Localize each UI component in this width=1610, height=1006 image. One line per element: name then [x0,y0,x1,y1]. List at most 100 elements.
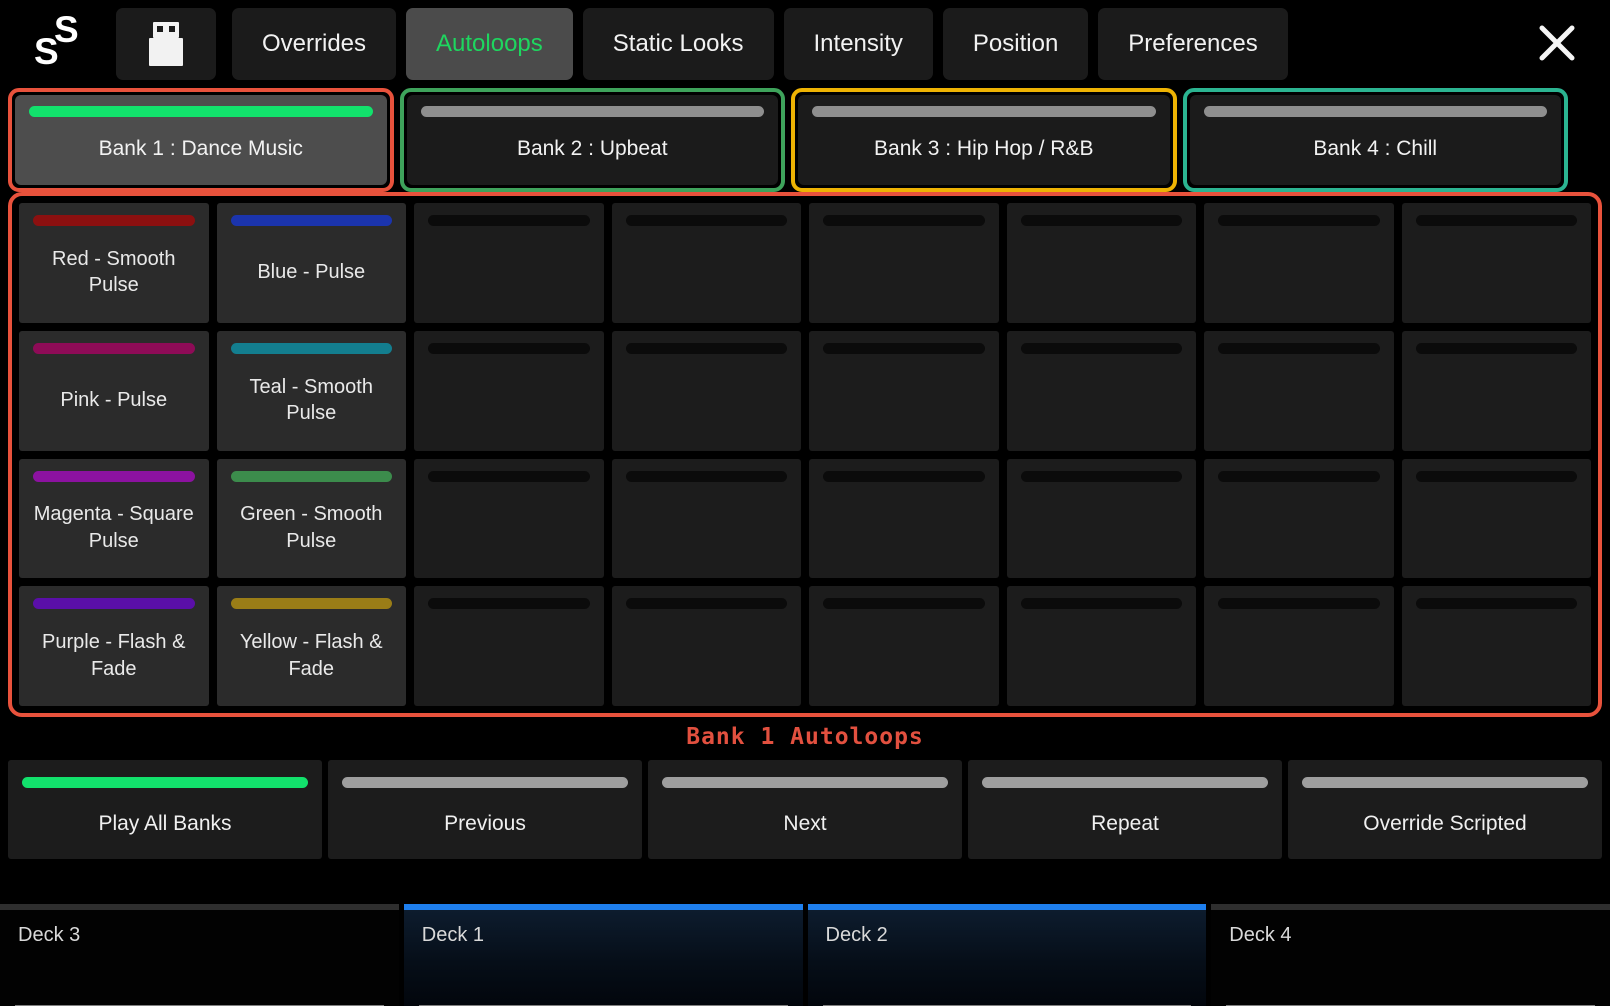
tab-static-looks[interactable]: Static Looks [582,8,774,80]
usb-drive-button[interactable] [116,8,216,80]
autoloop-pad-empty[interactable] [1401,458,1591,579]
autoloop-pad-yellow-flash-fade[interactable]: Yellow - Flash & Fade [216,586,406,706]
autoloop-pad-empty[interactable] [809,203,999,323]
tab-position[interactable]: Position [942,8,1089,80]
autoloop-label [612,226,802,323]
tab-intensity[interactable]: Intensity [783,8,933,80]
autoloop-color-bar [33,342,195,354]
bank-button-4[interactable]: Bank 4 : Chill [1189,95,1561,185]
autoloop-pad-empty[interactable] [611,586,801,706]
autoloop-label [1007,609,1197,706]
autoloop-pad-empty[interactable] [1204,458,1394,579]
autoloop-color-bar [1218,598,1380,610]
deck-label: Deck 4 [1229,924,1292,946]
autoloop-pad-empty[interactable] [414,458,604,579]
autoloop-pad-purple-flash-fade[interactable]: Purple - Flash & Fade [19,586,209,706]
bank-button-3[interactable]: Bank 3 : Hip Hop / R&B [798,95,1170,185]
autoloop-pad-empty[interactable] [1006,586,1197,706]
autoloop-color-bar [1218,342,1380,354]
bank-row: Bank 1 : Dance Music Bank 2 : Upbeat Bank … [8,88,1568,192]
deck-3-panel[interactable]: Deck 3 [0,904,399,1006]
repeat-button[interactable]: Repeat [968,760,1282,859]
autoloop-label [1007,482,1197,579]
autoloop-label [414,482,604,579]
autoloop-color-bar [33,470,195,482]
autoloop-color-bar [1020,470,1182,482]
transport-progress-bar [1302,777,1588,788]
autoloop-pad-magenta-square-pulse[interactable]: Magenta - Square Pulse [19,458,209,579]
autoloop-pad-empty[interactable] [1204,203,1394,323]
autoloop-label [809,354,999,451]
transport-label: Next [783,811,827,835]
autoloop-label [1204,482,1394,579]
autoloop-pad-empty[interactable] [1401,330,1592,451]
tab-preferences[interactable]: Preferences [1098,8,1288,80]
autoloop-color-bar [428,342,590,354]
tab-autoloops[interactable]: Autoloops [406,8,573,80]
autoloop-label [1204,354,1394,451]
autoloop-pad-green-smooth-pulse[interactable]: Green - Smooth Pulse [216,458,406,579]
deck-4-panel[interactable]: Deck 4 [1211,904,1610,1006]
bank-outline-3: Bank 3 : Hip Hop / R&B [791,88,1177,192]
autoloop-pad-empty[interactable] [414,586,604,706]
autoloop-pad-pink-pulse[interactable]: Pink - Pulse [19,330,209,451]
autoloop-pad-empty[interactable] [1401,586,1591,706]
bank-progress-bar [420,106,764,117]
autoloop-pad-empty[interactable] [611,330,801,451]
autoloop-pad-empty[interactable] [1006,330,1196,451]
autoloop-color-bar [625,342,787,354]
autoloop-label: Pink - Pulse [60,388,168,411]
autoloop-color-bar [1020,598,1182,610]
next-button[interactable]: Next [648,760,962,859]
close-button[interactable] [1534,20,1580,66]
autoloop-pad-empty[interactable] [414,203,604,323]
deck-1-panel[interactable]: Deck 1 [403,904,803,1006]
autoloop-color-bar [1218,470,1380,482]
autoloop-pad-teal-smooth-pulse[interactable]: Teal - Smooth Pulse [216,330,406,451]
autoloop-pad-blue-pulse[interactable]: Blue - Pulse [216,203,406,323]
autoloop-pad-empty[interactable] [1006,458,1197,579]
play-all-banks-button[interactable]: Play All Banks [8,760,322,859]
autoloop-label: Yellow - Flash & Fade [239,631,383,680]
bank-outline-2: Bank 2 : Upbeat [399,88,785,192]
deck-2-panel[interactable]: Deck 2 [807,904,1207,1006]
autoloop-color-bar [1415,470,1577,482]
autoloop-label: Teal - Smooth Pulse [249,375,373,425]
autoloop-color-bar [1020,342,1182,354]
autoloop-pad-empty[interactable] [1204,330,1394,451]
deck-strip: Deck 3 Deck 1 Deck 2 Deck 4 [0,904,1610,1006]
autoloop-pad-empty[interactable] [809,458,999,579]
autoloop-pad-red-smooth-pulse[interactable]: Red - Smooth Pulse [19,203,209,323]
autoloop-color-bar [428,470,590,482]
usb-drive-icon [146,22,186,66]
autoloop-pad-empty[interactable] [611,458,801,579]
autoloop-color-bar [1415,342,1577,354]
autoloop-pad-empty[interactable] [611,203,802,323]
autoloop-label [1402,354,1592,451]
autoloop-pad-empty[interactable] [1401,203,1592,323]
autoloop-pad-empty[interactable] [809,330,999,451]
autoloop-color-bar [625,598,787,610]
transport-label: Play All Banks [98,811,232,835]
autoloop-label [1402,226,1592,323]
autoloop-pad-empty[interactable] [414,330,604,451]
override-scripted-button[interactable]: Override Scripted [1288,760,1602,859]
bank-label: Bank 1 : Dance Music [98,137,303,160]
autoloop-pad-empty[interactable] [1204,586,1394,706]
previous-button[interactable]: Previous [328,760,642,859]
bank-button-2[interactable]: Bank 2 : Upbeat [406,95,778,185]
transport-progress-bar [342,777,628,788]
deck-label: Deck 1 [421,924,484,946]
bank-progress-bar [29,106,373,117]
autoloop-pad-empty[interactable] [1006,203,1196,323]
autoloop-color-bar [33,215,195,226]
bank-outline-4: Bank 4 : Chill [1182,88,1568,192]
bank-button-1[interactable]: Bank 1 : Dance Music [15,95,387,185]
tab-overrides[interactable]: Overrides [232,8,397,80]
autoloop-pad-empty[interactable] [809,586,999,706]
autoloop-color-bar [625,215,787,226]
autoloop-color-bar [823,470,985,482]
bank-label: Bank 2 : Upbeat [516,137,668,160]
